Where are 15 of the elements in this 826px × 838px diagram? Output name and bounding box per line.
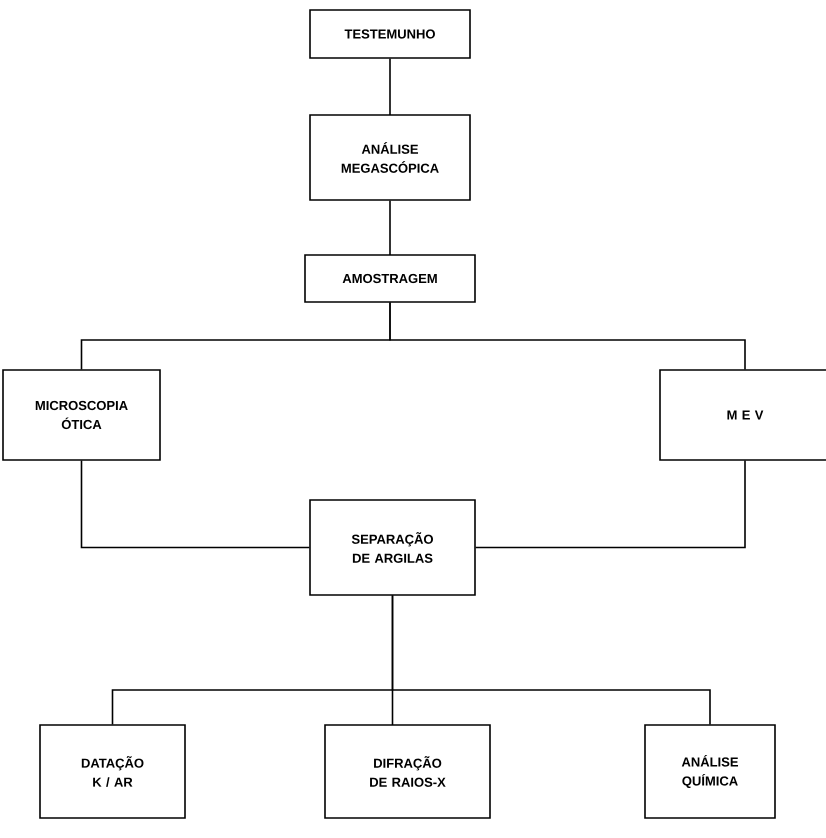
connector-line [80,460,310,548]
process-box: DIFRAÇÃO DE RAIOS-X [324,724,491,819]
connector-line [389,58,391,115]
connector-line [389,200,391,255]
process-box: MICROSCOPIA ÓTICA [2,369,161,461]
process-box: M E V [659,369,826,461]
process-box: DATAÇÃO K / AR [39,724,186,819]
connector-line [476,460,746,548]
process-box: SEPARAÇÃO DE ARGILAS [309,499,476,596]
process-box: ANÁLISE QUÍMICA [644,724,776,819]
connector-line [389,302,746,370]
connector-line [392,596,711,724]
process-box: AMOSTRAGEM [304,254,476,303]
process-box: ANÁLISE MEGASCÓPICA [309,114,471,201]
process-box: TESTEMUNHO [309,9,471,59]
